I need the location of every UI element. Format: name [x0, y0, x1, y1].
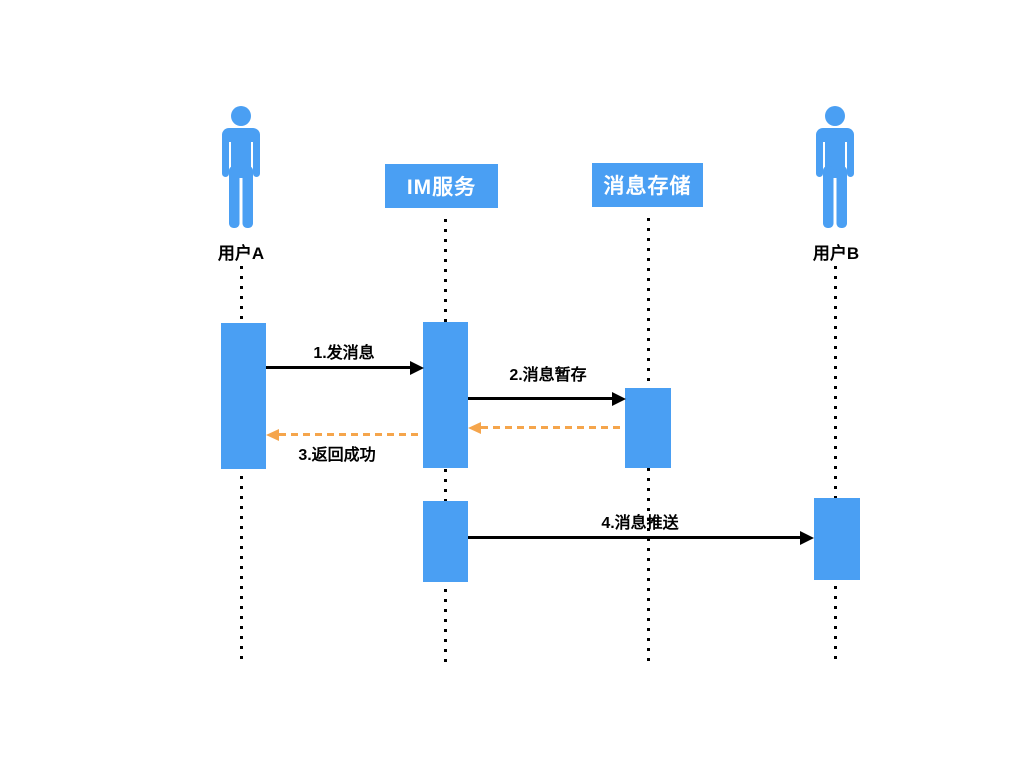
activation-bar-message-store: [625, 388, 671, 468]
message-2-arrow-line: [468, 397, 614, 400]
message-3-arrowhead-segment2-icon: [266, 429, 279, 441]
message-3-arrow-line-segment1: [481, 426, 625, 429]
message-1-label: 1.发消息: [313, 345, 375, 362]
actor-label-user-b: 用户B: [812, 244, 860, 263]
activation-bar-im-service-1: [423, 322, 468, 468]
message-1-arrow-line: [266, 366, 412, 369]
actor-label-user-a: 用户A: [217, 244, 265, 263]
message-3-label: 3.返回成功: [298, 447, 376, 464]
actor-box-message-store: 消息存储: [592, 163, 703, 207]
person-icon-user-b: [815, 106, 855, 228]
message-1-arrowhead-icon: [410, 361, 424, 375]
activation-bar-user-b: [814, 498, 860, 580]
message-3-arrowhead-segment1-icon: [468, 422, 481, 434]
activation-bar-im-service-2: [423, 501, 468, 582]
message-4-arrowhead-icon: [800, 531, 814, 545]
message-2-label: 2.消息暂存: [509, 367, 587, 384]
actor-box-im-service: IM服务: [385, 164, 498, 208]
message-4-arrow-line: [468, 536, 801, 539]
lifeline-user-b: [834, 266, 837, 662]
message-4-label: 4.消息推送: [601, 515, 679, 532]
person-icon-user-a: [221, 106, 261, 228]
activation-bar-user-a: [221, 323, 266, 469]
message-3-arrow-line-segment2: [279, 433, 423, 436]
message-2-arrowhead-icon: [612, 392, 626, 406]
